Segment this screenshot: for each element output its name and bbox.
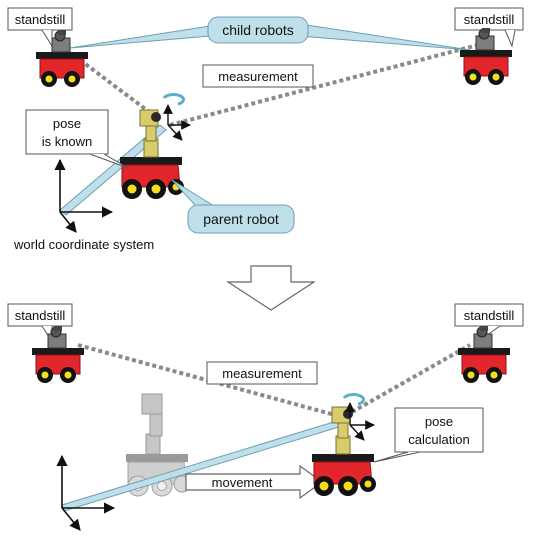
top-standstill-right-label: standstill [464, 12, 515, 27]
top-child-robot-left [35, 29, 89, 88]
bottom-standstill-left-box [7, 303, 73, 327]
pose-calculation-pointer [373, 451, 421, 463]
top-standstill-left-box [7, 7, 73, 31]
movement-arrow [185, 464, 324, 500]
top-rotation-icon [162, 93, 185, 106]
bottom-measure-line-right [351, 343, 471, 414]
pose-known-line2: is known [42, 134, 93, 149]
parent-robot-callout [187, 204, 295, 234]
parent-robot-label: parent robot [203, 211, 279, 227]
top-child-robot-right [459, 27, 513, 86]
pose-known-box [25, 109, 109, 155]
bottom-world-axis-diag [61, 507, 81, 531]
pose-calculation-line2: calculation [408, 432, 469, 447]
top-measure-line-left [78, 58, 162, 122]
child-robots-callout [207, 16, 309, 44]
bottom-child-robot-right [457, 325, 511, 384]
bottom-standstill-right-label: standstill [464, 308, 515, 323]
bottom-measurement-box [206, 361, 318, 385]
bottom-child-robot-left [31, 325, 85, 384]
bottom-rotation-icon [342, 393, 365, 406]
pose-calculation-box [394, 407, 484, 453]
top-standstill-left-label: standstill [15, 12, 66, 27]
top-standstill-right-pointer [504, 29, 516, 48]
pose-known-pointer [89, 153, 129, 169]
top-standstill-left-pointer [41, 29, 53, 48]
bottom-standstill-left-label: standstill [15, 308, 66, 323]
bottom-measurement-label: measurement [222, 366, 302, 381]
transition-down-arrow [225, 265, 317, 311]
pose-calculation-line1: pose [425, 414, 453, 429]
child-robots-label: child robots [222, 22, 294, 38]
top-parent-axis-diag [167, 124, 183, 141]
pose-known-line1: pose [53, 116, 81, 131]
movement-label: movement [212, 475, 273, 490]
top-world-to-parent-beam [59, 124, 167, 216]
top-measurement-box [202, 64, 314, 88]
top-world-axis-diag [59, 211, 77, 233]
world-coordinate-label: world coordinate system [13, 237, 154, 252]
bottom-parent-axis-diag [349, 424, 365, 441]
top-measurement-label: measurement [218, 69, 298, 84]
bottom-parent-robot [311, 406, 377, 497]
